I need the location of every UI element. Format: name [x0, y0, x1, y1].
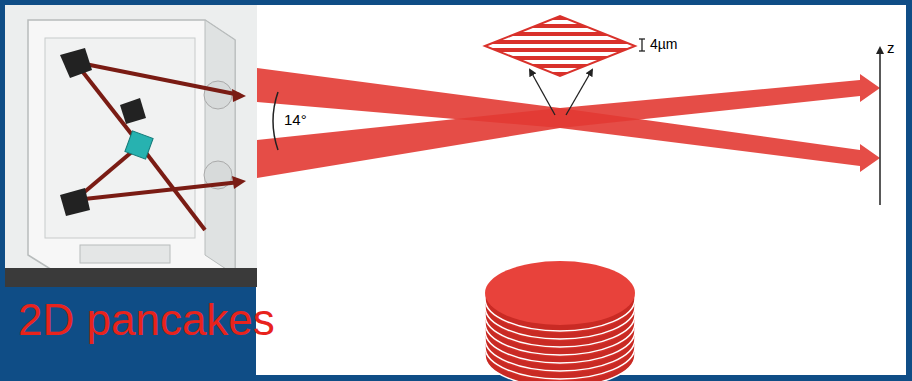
- angle-label: 14°: [284, 112, 307, 127]
- pancake-stack: [485, 261, 635, 381]
- dimension-label: 4µm: [650, 37, 678, 51]
- interference-pattern: [485, 16, 645, 115]
- optics-mount-photo: [5, 5, 257, 287]
- laser-beams: [257, 68, 880, 178]
- axis-label: z: [887, 40, 895, 55]
- panel: [256, 5, 906, 375]
- caption-label: 2D pancakes: [18, 298, 275, 342]
- angle-arc: [273, 92, 278, 150]
- z-axis: [879, 48, 881, 205]
- pancake-layer: [485, 261, 635, 325]
